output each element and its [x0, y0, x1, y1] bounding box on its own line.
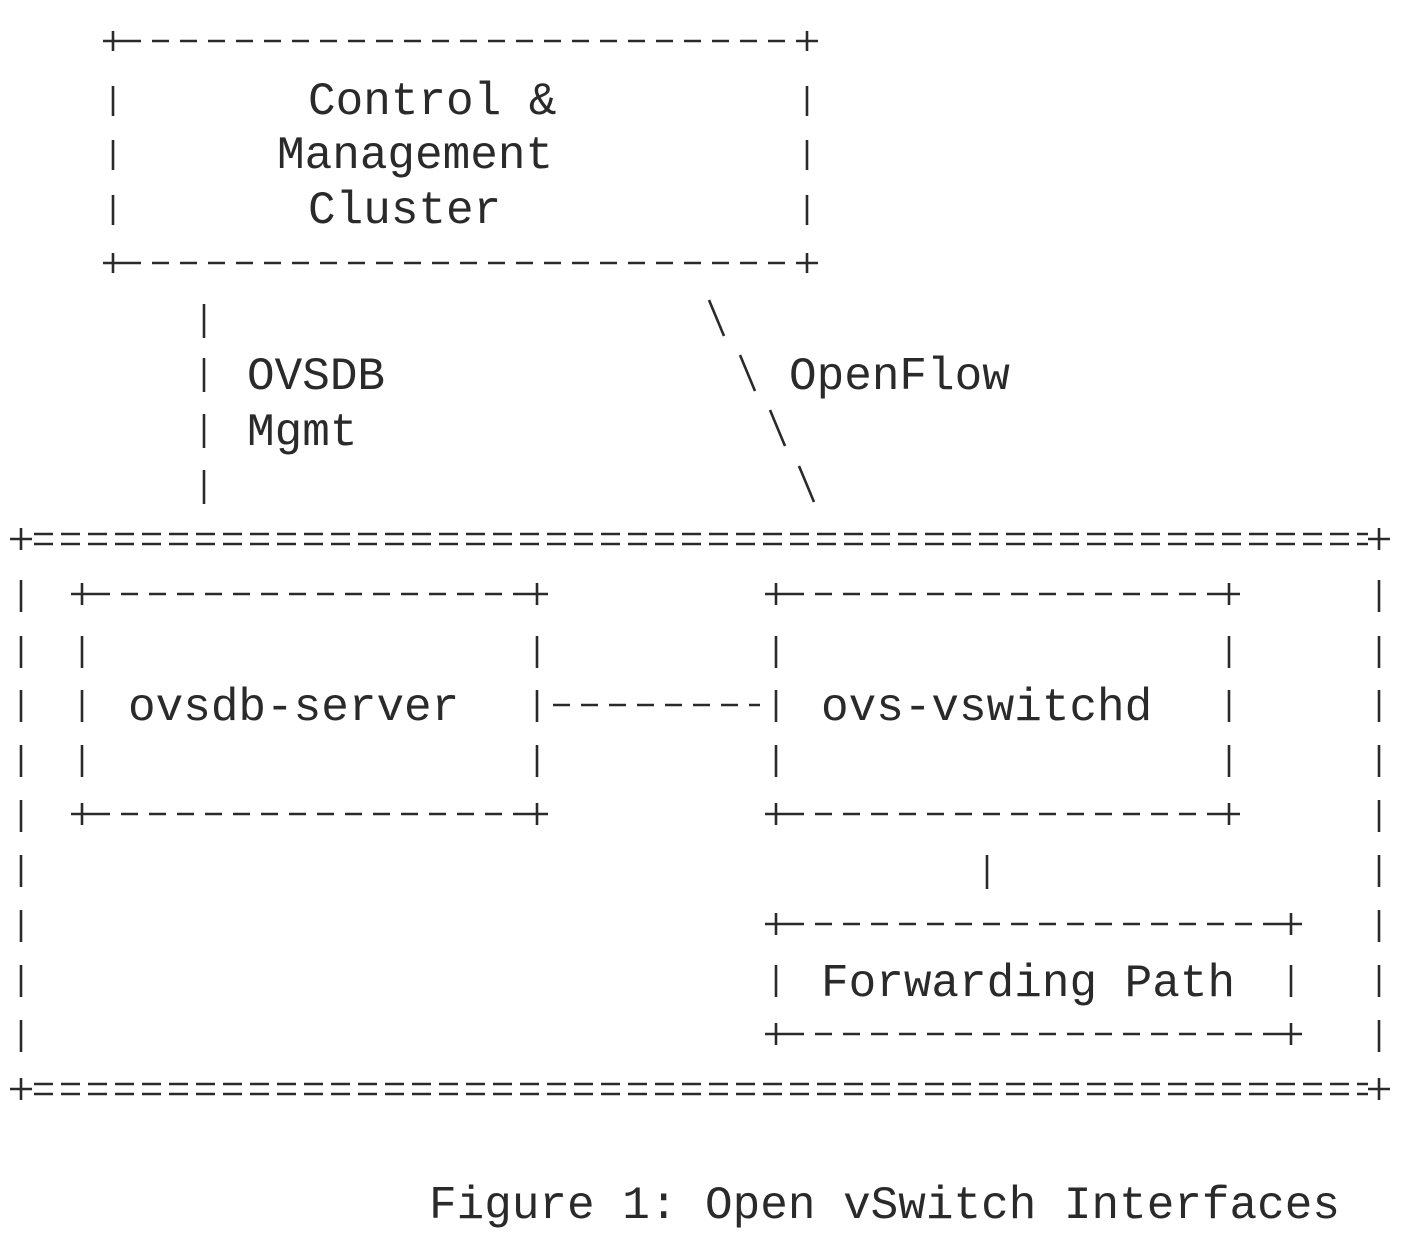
ovsdb-server-label: ovsdb-server	[128, 682, 459, 734]
ovs-vswitchd-label: ovs-vswitchd	[821, 682, 1152, 734]
ovsdb-server-box: ovsdb-server	[71, 583, 548, 825]
ovsdb-mgmt-link: OVSDB Mgmt	[202, 304, 385, 504]
openflow-label: OpenFlow	[789, 351, 1010, 403]
ovs-vswitchd-box: ovs-vswitchd	[765, 583, 1240, 825]
figure-caption: Figure 1: Open vSwitch Interfaces	[429, 1180, 1340, 1232]
control-management-cluster-box: Control & Management Cluster	[103, 31, 818, 273]
openflow-link: OpenFlow	[707, 299, 1010, 503]
control-cluster-line3: Cluster	[308, 185, 501, 237]
control-cluster-line1: Control &	[308, 76, 556, 128]
open-vswitch-host-box	[10, 528, 1390, 1100]
ovsdb-link-line2: Mgmt	[247, 407, 357, 459]
ovsdb-link-line1: OVSDB	[247, 351, 385, 403]
forwarding-path-box: Forwarding Path	[765, 913, 1302, 1045]
forwarding-path-label: Forwarding Path	[821, 958, 1235, 1010]
control-cluster-line2: Management	[277, 130, 553, 182]
